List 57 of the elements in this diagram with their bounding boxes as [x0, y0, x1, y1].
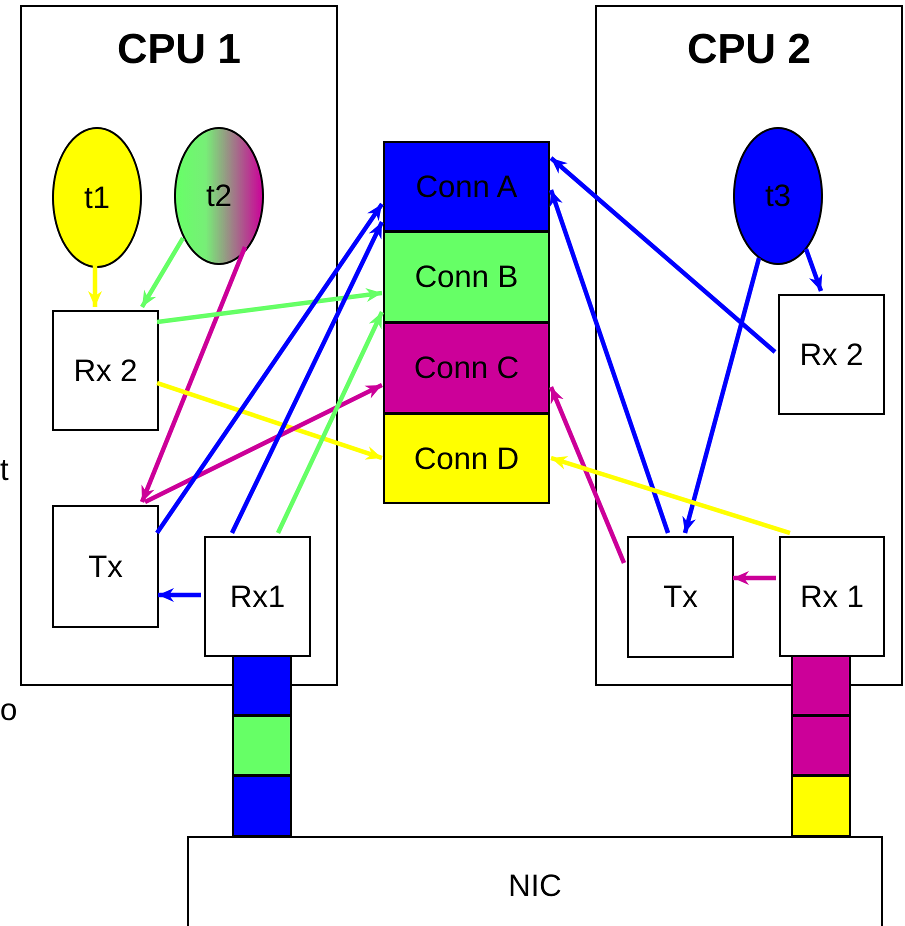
connection-label: Conn C: [414, 350, 520, 386]
arrow: [804, 248, 824, 292]
arrow: [156, 380, 383, 460]
connection-box: [383, 413, 550, 504]
process-label: Tx: [663, 579, 698, 615]
arrow: [548, 189, 670, 534]
queue-slot: [232, 775, 292, 837]
arrow: [550, 156, 776, 354]
thread-ellipse: [174, 127, 264, 265]
arrow: [550, 456, 791, 536]
arrow: [144, 382, 383, 504]
cpu-box: [20, 5, 338, 686]
arrow: [156, 288, 382, 324]
connection-box: [383, 141, 550, 232]
process-box: [778, 294, 885, 415]
thread-ellipse: [52, 127, 142, 268]
process-box: [204, 536, 311, 657]
connection-label: Conn A: [416, 168, 518, 204]
arrow: [682, 257, 762, 534]
queue-slot: [232, 655, 292, 716]
process-box: [52, 310, 159, 431]
connection-label: Conn B: [414, 259, 518, 295]
arrow: [548, 386, 626, 564]
arrow: [276, 311, 384, 534]
arrow: [158, 588, 201, 602]
arrow: [155, 202, 384, 534]
queue-slot: [791, 715, 851, 776]
process-label: Rx 2: [800, 336, 864, 372]
process-label: Rx 2: [74, 352, 138, 388]
thread-label: t3: [765, 178, 791, 214]
cpu-title: CPU 2: [687, 25, 811, 73]
queue-slot: [791, 655, 851, 716]
nic-label: NIC: [508, 868, 562, 904]
arrow: [733, 571, 776, 585]
process-box: [627, 536, 734, 658]
nic-box: [187, 836, 883, 926]
thread-ellipse: [733, 127, 823, 265]
process-label: Rx 1: [800, 578, 864, 614]
arrow: [230, 221, 384, 534]
queue-slot: [791, 775, 851, 837]
queue-slot: [232, 715, 292, 776]
connection-box: [383, 231, 550, 323]
arrow: [140, 246, 248, 503]
connection-label: Conn D: [414, 440, 520, 476]
arrow: [88, 265, 102, 307]
process-label: Rx1: [230, 578, 286, 614]
cpu-title: CPU 1: [117, 25, 241, 73]
process-box: [52, 505, 159, 628]
process-label: Tx: [88, 548, 123, 584]
process-box: [779, 536, 885, 657]
text-fragment: o: [0, 692, 18, 728]
text-fragment: t: [0, 452, 9, 488]
arrow: [140, 236, 185, 308]
cpu-box: [595, 5, 903, 686]
thread-label: t1: [84, 180, 110, 216]
thread-label: t2: [206, 178, 232, 214]
connection-box: [383, 322, 550, 414]
